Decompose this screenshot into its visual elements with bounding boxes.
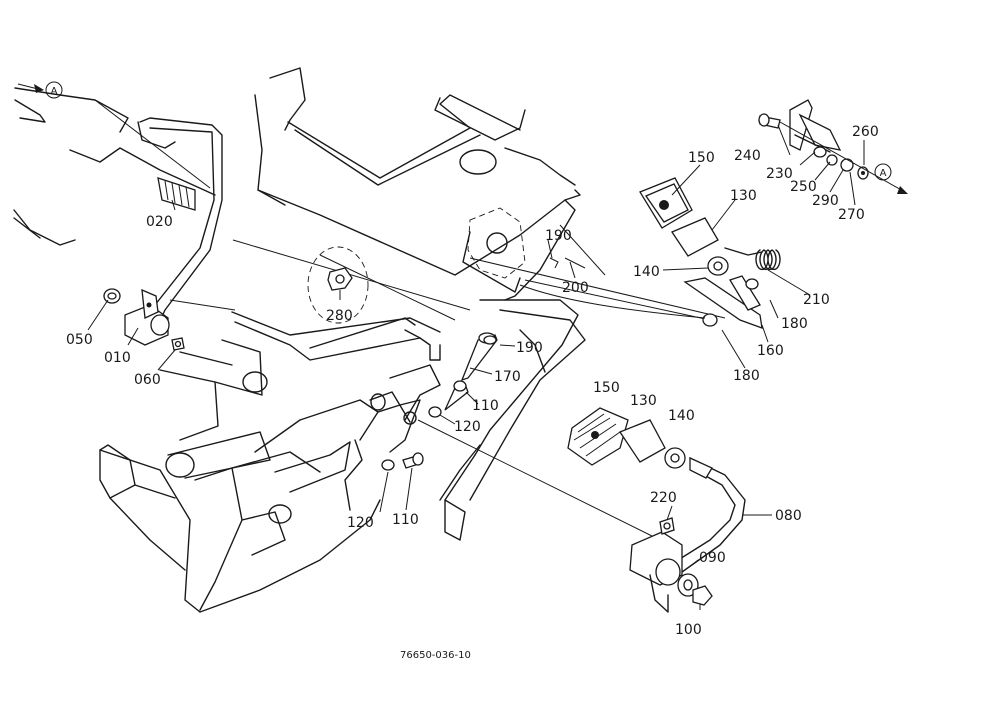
label-110b: 110 xyxy=(392,512,419,528)
label-280: 280 xyxy=(326,308,353,324)
label-120a: 120 xyxy=(454,419,481,435)
left-pedal-assembly xyxy=(103,117,223,351)
marker-a-right: A xyxy=(880,168,887,179)
label-140a: 140 xyxy=(633,264,660,280)
label-240: 240 xyxy=(734,148,761,164)
part-labels: 020 050 010 060 280 150 130 140 210 180 … xyxy=(66,124,879,638)
label-120b: 120 xyxy=(347,515,374,531)
label-050: 050 xyxy=(66,332,93,348)
label-260: 260 xyxy=(852,124,879,140)
label-020: 020 xyxy=(146,214,173,230)
label-170: 170 xyxy=(494,369,521,385)
chassis-frame xyxy=(13,67,726,613)
label-100: 100 xyxy=(675,622,702,638)
label-220: 220 xyxy=(650,490,677,506)
label-010: 010 xyxy=(104,350,131,366)
label-180a: 180 xyxy=(781,316,808,332)
label-180b: 180 xyxy=(733,368,760,384)
label-130b: 130 xyxy=(630,393,657,409)
label-150b: 150 xyxy=(593,380,620,396)
center-hardware xyxy=(369,257,586,471)
right-upper-parts xyxy=(519,177,781,329)
reference-marker-a-right: A xyxy=(874,163,892,181)
label-200: 200 xyxy=(562,280,589,296)
label-290: 290 xyxy=(812,193,839,209)
label-140b: 140 xyxy=(668,408,695,424)
label-110a: 110 xyxy=(472,398,499,414)
label-190a: 190 xyxy=(545,228,572,244)
label-150a: 150 xyxy=(688,150,715,166)
label-210: 210 xyxy=(803,292,830,308)
label-190b: 190 xyxy=(516,340,543,356)
figure-code: 76650-036-10 xyxy=(400,650,471,661)
label-230: 230 xyxy=(766,166,793,182)
reference-marker-a-left: A xyxy=(17,81,63,99)
part-280-detail xyxy=(307,246,369,324)
label-060: 060 xyxy=(134,372,161,388)
leader-lines xyxy=(87,124,865,610)
label-080: 080 xyxy=(775,508,802,524)
top-right-bracket xyxy=(758,99,908,194)
label-250: 250 xyxy=(790,179,817,195)
right-lower-pedal xyxy=(567,407,746,613)
label-090: 090 xyxy=(699,550,726,566)
label-130a: 130 xyxy=(730,188,757,204)
label-270: 270 xyxy=(838,207,865,223)
label-160: 160 xyxy=(757,343,784,359)
marker-a-left: A xyxy=(51,86,58,97)
